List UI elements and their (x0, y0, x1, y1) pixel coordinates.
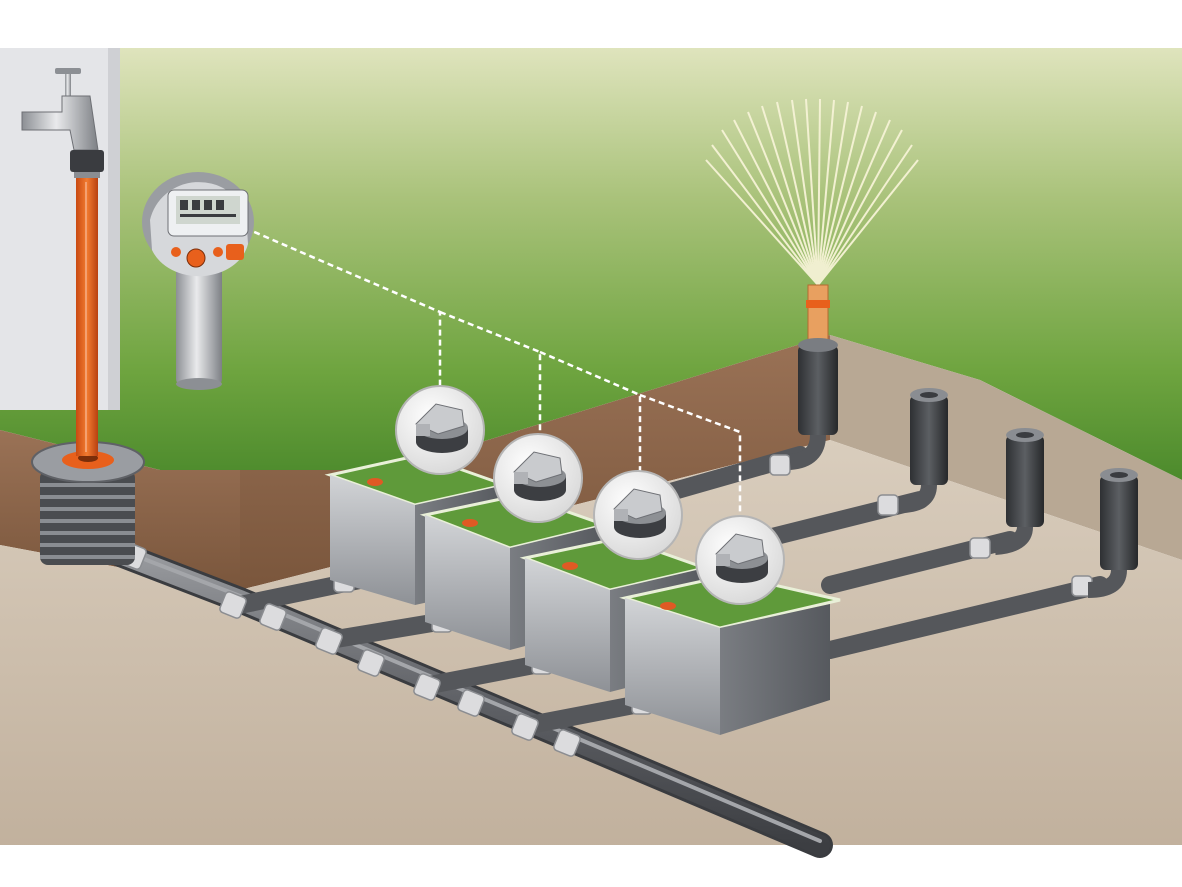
solenoid-valve-icon (493, 433, 583, 523)
lawn (0, 48, 1182, 480)
house-wall (0, 48, 120, 410)
solenoid-valve-icon (695, 515, 785, 605)
water-tap-icon (21, 68, 104, 456)
pop-up-sprinkler-icon (705, 98, 919, 470)
water-spray (705, 98, 919, 286)
pop-up-sprinklers (705, 98, 1138, 598)
valve-boxes (324, 453, 841, 735)
valve-box-4 (619, 573, 841, 735)
pop-up-sprinkler-icon (899, 388, 948, 513)
pop-up-sprinkler-icon (994, 428, 1044, 555)
solenoid-valve-icon (593, 470, 683, 560)
water-collector-icon (31, 441, 145, 565)
control-wires (244, 226, 742, 520)
solenoid-valve-icon (395, 385, 485, 475)
solenoid-valve-icons (395, 385, 785, 605)
irrigation-controller-icon (142, 172, 254, 390)
pop-up-sprinkler-icon (1087, 468, 1138, 598)
